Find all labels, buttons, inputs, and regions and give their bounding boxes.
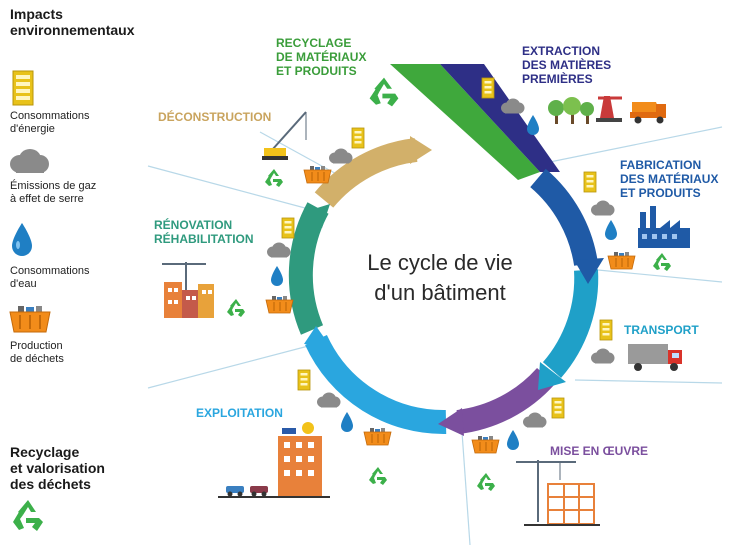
recyclage-line3: ET PRODUITS: [276, 64, 357, 78]
mise-en-oeuvre-segment: [456, 367, 555, 434]
exploitation-segment: [305, 334, 447, 435]
stage-label-deconstruction: DÉCONSTRUCTION: [158, 110, 271, 124]
mise-arrowhead: [438, 408, 464, 436]
deconstruction-segment: [314, 138, 418, 208]
extraction-arrow-band: [440, 64, 560, 172]
ghg-label-line2: à effet de serre: [10, 193, 84, 205]
recyclage-line2: DE MATÉRIAUX: [276, 50, 367, 64]
water-label-line2: d'eau: [10, 278, 37, 290]
transport-segment: [542, 269, 599, 378]
recycling-arrow-band: [390, 64, 540, 180]
energy-label-line1: Consommations: [10, 110, 90, 122]
stage-label-transport: TRANSPORT: [624, 323, 699, 337]
recyclage-line1: RECYCLAGE: [276, 36, 352, 50]
water-drop-icon: [12, 223, 32, 256]
deconstruction-arrowhead: [410, 136, 432, 164]
renovation-line1: RÉNOVATION: [154, 218, 233, 232]
waste-label-line1: Production: [10, 340, 63, 352]
renovation-line2: RÉHABILITATION: [154, 232, 254, 246]
impacts-legend-title: Impacts environnementaux: [10, 6, 134, 38]
fabrication-line2: DES MATÉRIAUX: [620, 172, 719, 186]
center-title: Le cycle de vie d'un bâtiment: [350, 248, 530, 308]
recycling-legend-title: Recyclage et valorisation des déchets: [10, 444, 105, 492]
extraction-line2: DES MATIÈRES: [522, 58, 612, 72]
deconstruction-line1: DÉCONSTRUCTION: [158, 110, 272, 124]
stage-label-recyclage: RECYCLAGE DE MATÉRIAUX ET PRODUITS: [276, 36, 366, 78]
exploitation-line1: EXPLOITATION: [196, 406, 283, 420]
transport-line1: TRANSPORT: [624, 323, 699, 337]
cloud-icon: [10, 149, 49, 173]
divider-lines: [147, 126, 723, 546]
center-title-line2: d'un bâtiment: [374, 280, 506, 305]
stage-label-fabrication: FABRICATION DES MATÉRIAUX ET PRODUITS: [620, 158, 718, 200]
renovation-segment: [288, 202, 329, 335]
exploitation-arrowhead: [304, 326, 330, 346]
fabrication-segment: [530, 168, 598, 267]
transport-arrowhead: [538, 362, 566, 390]
energy-label-line2: d'énergie: [10, 123, 55, 135]
waste-bin-icon: [9, 306, 51, 333]
stage-label-extraction: EXTRACTION DES MATIÈRES PREMIÈRES: [522, 44, 611, 86]
mise-en-oeuvre-line1: MISE EN ŒUVRE: [550, 444, 649, 458]
stage-label-exploitation: EXPLOITATION: [196, 406, 283, 420]
impacts-title-line1: Impacts: [10, 6, 63, 22]
energy-legend-label: Consommations d'énergie: [10, 110, 89, 136]
fabrication-arrowhead: [574, 258, 604, 284]
water-legend-label: Consommations d'eau: [10, 265, 89, 291]
renovation-arrowhead: [304, 204, 330, 228]
recycling-title-line2: et valorisation: [10, 460, 105, 476]
waste-legend-label: Production de déchets: [10, 340, 64, 366]
fabrication-line1: FABRICATION: [620, 158, 702, 172]
recycling-title-line1: Recyclage: [10, 444, 80, 460]
stage-label-renovation: RÉNOVATION RÉHABILITATION: [154, 218, 254, 246]
extraction-line1: EXTRACTION: [522, 44, 600, 58]
battery-icon: [12, 70, 34, 106]
stage-label-mise-en-oeuvre: MISE EN ŒUVRE: [550, 444, 648, 458]
impacts-title-line2: environnementaux: [10, 22, 135, 38]
recycling-title-line3: des déchets: [10, 476, 91, 492]
recycle-icon: [13, 500, 43, 531]
ghg-legend-label: Émissions de gaz à effet de serre: [10, 180, 96, 206]
center-title-line1: Le cycle de vie: [367, 250, 513, 275]
ghg-label-line1: Émissions de gaz: [10, 180, 97, 192]
waste-label-line2: de déchets: [10, 353, 64, 365]
fabrication-line3: ET PRODUITS: [620, 186, 701, 200]
extraction-line3: PREMIÈRES: [522, 72, 593, 86]
water-label-line1: Consommations: [10, 265, 90, 277]
